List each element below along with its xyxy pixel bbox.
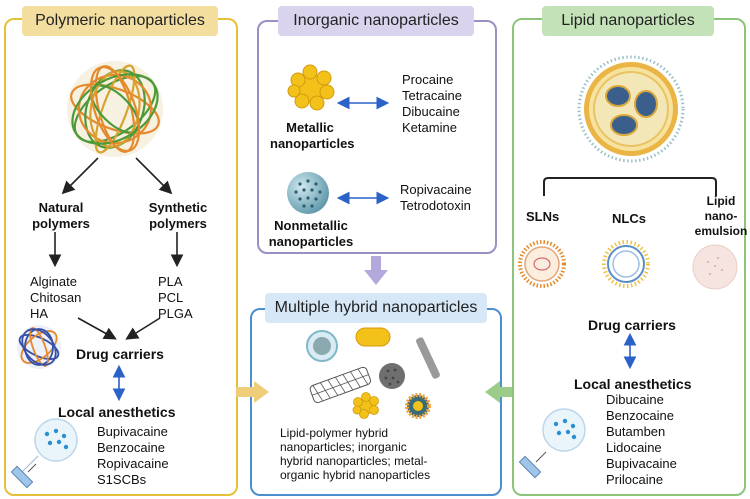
lipid-anesthetics-list: Dibucaine Benzocaine Butamben Lidocaine … <box>606 392 677 487</box>
nonmetallic-nanoparticle-icon <box>287 172 329 214</box>
metallic-drug-list: Procaine Tetracaine Dibucaine Ketamine <box>402 72 462 135</box>
inorganic-header: Inorganic nanoparticles <box>278 6 474 36</box>
hybrid-header: Multiple hybrid nanoparticles <box>265 293 487 323</box>
sln-icon <box>518 240 566 288</box>
polymeric-drug-carriers: Drug carriers <box>76 346 164 362</box>
nlc-icon <box>602 240 650 288</box>
emulsion-label: Lipid nano- emulsion <box>694 194 748 238</box>
inorganic-to-hybrid-arrow <box>364 256 388 285</box>
metallic-nanoparticle-icon <box>287 64 335 111</box>
inorganic-panel <box>257 20 497 254</box>
polymer-carrier-icon <box>17 325 61 369</box>
lipid-drug-carriers: Drug carriers <box>588 317 676 333</box>
lipid-nanoparticle-icon <box>577 55 685 163</box>
natural-polymer-list: Alginate Chitosan HA <box>30 274 82 321</box>
polymeric-header: Polymeric nanoparticles <box>22 6 218 36</box>
lipid-syringe-icon <box>518 408 586 479</box>
nlc-label: NLCs <box>612 211 646 226</box>
lipid-to-hybrid-arrow <box>485 381 518 403</box>
lipid-local-anesthetics: Local anesthetics <box>574 376 692 392</box>
polymeric-to-hybrid-arrow <box>236 381 269 403</box>
emulsion-icon <box>692 244 738 290</box>
polymer-ball-icon <box>67 61 163 157</box>
polymeric-anesthetics-list: Bupivacaine Benzocaine Ropivacaine S1SCB… <box>97 424 169 487</box>
sln-label: SLNs <box>526 209 560 224</box>
polymeric-local-anesthetics: Local anesthetics <box>58 404 176 420</box>
hybrid-description: Lipid-polymer hybrid nanoparticles; inor… <box>280 426 431 482</box>
syringe-icon <box>10 418 78 489</box>
hybrid-particles-illustration <box>306 327 440 419</box>
synthetic-polymer-list: PLA PCL PLGA <box>158 274 193 321</box>
nonmetallic-drug-list: Ropivacaine Tetrodotoxin <box>400 182 472 213</box>
lipid-header: Lipid nanoparticles <box>542 6 714 36</box>
